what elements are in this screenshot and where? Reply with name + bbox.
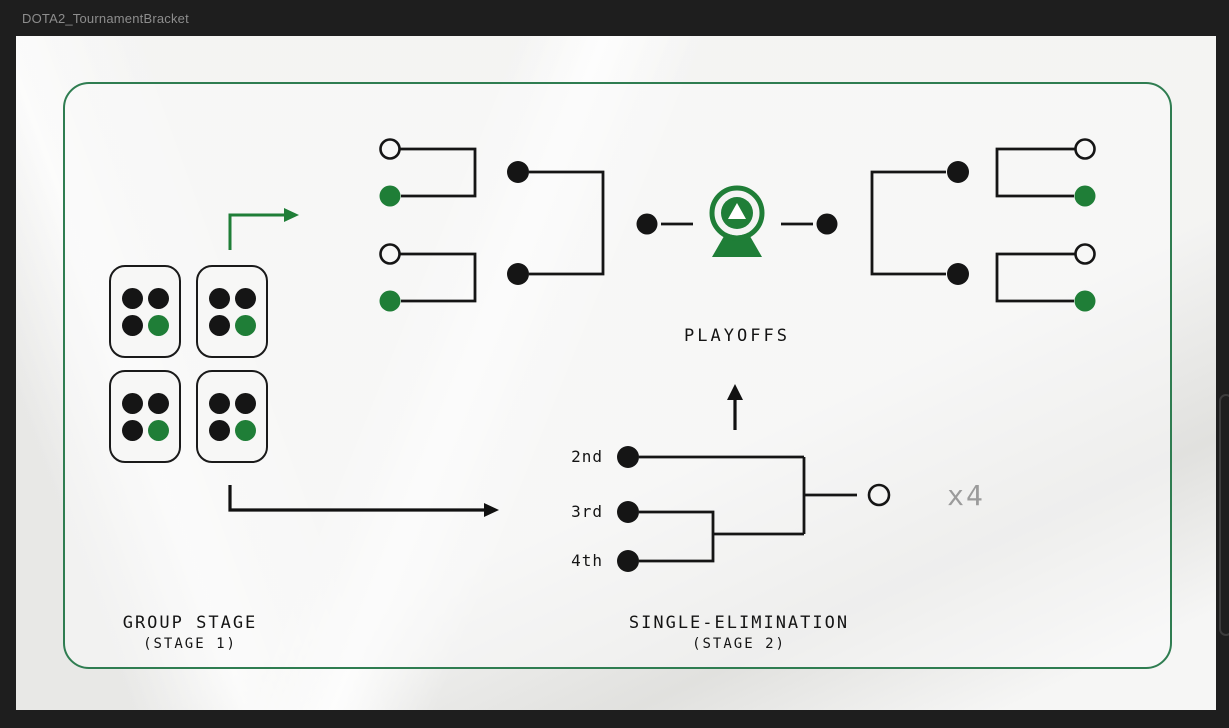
team-dot-advancing xyxy=(235,315,256,336)
team-dot-advancing xyxy=(235,420,256,441)
advancing-slot-dot xyxy=(1074,290,1096,312)
stage2-subtitle: (STAGE 2) xyxy=(692,636,786,652)
up-arrow xyxy=(727,384,743,430)
playin-winner-slot xyxy=(867,483,891,507)
seed-arrow-black xyxy=(228,485,499,517)
winner-dot xyxy=(507,263,529,285)
team-dot-eliminated xyxy=(122,393,143,414)
left-semifinal xyxy=(507,161,605,285)
scrollbar-fragment[interactable] xyxy=(1219,394,1229,636)
team-dot-advancing xyxy=(148,420,169,441)
open-slot-dot xyxy=(379,243,401,265)
team-dot-eliminated xyxy=(148,393,169,414)
stage2-title: SINGLE-ELIMINATION xyxy=(628,613,850,633)
stage2-caption: SINGLE-ELIMINATION (STAGE 2) xyxy=(589,613,889,652)
left-quarterfinal-bottom xyxy=(379,243,477,312)
advancing-slot-dot xyxy=(379,290,401,312)
seed-dot-3rd xyxy=(617,501,639,523)
playin-bracket xyxy=(617,446,891,572)
bracket-canvas: PLAYOFFS 2nd 3rd 4th x4 GROUP STAGE (STA… xyxy=(63,82,1172,669)
right-semifinal xyxy=(870,161,969,285)
advance-arrow-green xyxy=(228,208,299,250)
stage1-caption: GROUP STAGE (STAGE 1) xyxy=(90,613,290,652)
group-card-d xyxy=(196,370,268,463)
bracket-diagram xyxy=(228,138,1096,572)
playoffs-label: PLAYOFFS xyxy=(684,326,790,346)
group-card-c xyxy=(109,370,181,463)
window-title: DOTA2_TournamentBracket xyxy=(22,11,189,26)
team-dot-eliminated xyxy=(122,288,143,309)
advancing-slot-dot xyxy=(379,185,401,207)
trophy-icon xyxy=(709,185,765,257)
advancing-slot-dot xyxy=(1074,185,1096,207)
winner-dot xyxy=(947,263,969,285)
right-quarterfinal-bottom xyxy=(995,243,1096,312)
multiplier-label: x4 xyxy=(947,479,985,512)
group-card-b xyxy=(196,265,268,358)
group-card-a xyxy=(109,265,181,358)
open-slot-dot xyxy=(1074,138,1096,160)
stage1-title: GROUP STAGE xyxy=(122,613,258,633)
team-dot-eliminated xyxy=(122,315,143,336)
team-dot-eliminated xyxy=(209,420,230,441)
seed-label-2nd: 2nd xyxy=(571,447,603,466)
team-dot-eliminated xyxy=(148,288,169,309)
team-dot-eliminated xyxy=(235,288,256,309)
open-slot-dot xyxy=(379,138,401,160)
team-dot-eliminated xyxy=(209,315,230,336)
team-dot-advancing xyxy=(148,315,169,336)
finalist-dot xyxy=(636,213,658,235)
seed-label-3rd: 3rd xyxy=(571,502,603,521)
winner-dot xyxy=(947,161,969,183)
seed-label-4th: 4th xyxy=(571,551,603,570)
team-dot-eliminated xyxy=(209,393,230,414)
finalist-dot xyxy=(816,213,838,235)
right-quarterfinal-top xyxy=(995,138,1096,207)
seed-dot-4th xyxy=(617,550,639,572)
stage1-subtitle: (STAGE 1) xyxy=(143,636,237,652)
team-dot-eliminated xyxy=(122,420,143,441)
team-dot-eliminated xyxy=(209,288,230,309)
grand-final-right xyxy=(781,213,838,235)
left-quarterfinal-top xyxy=(379,138,477,207)
seed-dot-2nd xyxy=(617,446,639,468)
winner-dot xyxy=(507,161,529,183)
team-dot-eliminated xyxy=(235,393,256,414)
open-slot-dot xyxy=(1074,243,1096,265)
marble-background-panel: PLAYOFFS 2nd 3rd 4th x4 GROUP STAGE (STA… xyxy=(16,36,1216,710)
grand-final-left xyxy=(636,213,693,235)
